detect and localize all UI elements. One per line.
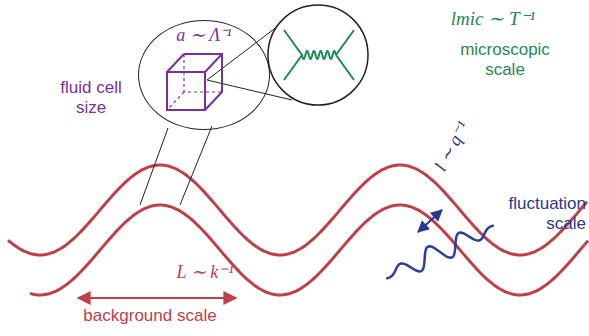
- scale-name: fluctuation scale: [476, 194, 586, 233]
- zoom-circle: a ∼ Λ⁻¹: [138, 20, 270, 130]
- scale-name: fluid cell size: [48, 78, 134, 117]
- microscopic-circle: [268, 5, 368, 105]
- background-wave: [8, 165, 587, 255]
- scale-formula: a ∼ Λ⁻¹: [139, 25, 269, 46]
- scale-formula: lmic ∼ T⁻¹: [408, 8, 578, 30]
- background-waves: [8, 165, 588, 295]
- scale-formula: l ∼ q⁻¹: [428, 113, 476, 179]
- fluid-cell-cube: [167, 54, 222, 110]
- background-wave: [30, 205, 588, 295]
- zoom-line: [140, 128, 168, 205]
- zoom-line: [180, 126, 212, 205]
- feynman-diagram: [284, 30, 354, 80]
- scale-name: background scale: [60, 306, 240, 326]
- scale-formula: L ∼ k⁻¹: [160, 262, 250, 283]
- fluctuation-arrow: [418, 210, 442, 232]
- background-arrow: [78, 297, 236, 299]
- scale-name: microscopic scale: [440, 40, 570, 79]
- fluctuation-wave: [386, 225, 494, 278]
